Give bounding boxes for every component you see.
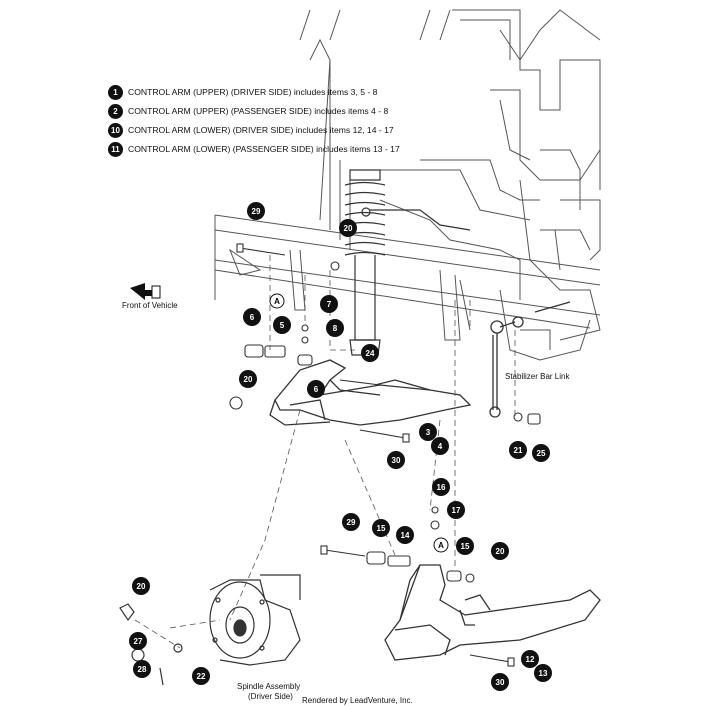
callout-4: 4 <box>431 437 449 455</box>
callout-number: 3 <box>426 428 431 437</box>
upper-hardware <box>229 243 541 443</box>
legend-row-4: 11 CONTROL ARM (LOWER) (PASSENGER SIDE) … <box>108 141 400 157</box>
footer-credit: Rendered by LeadVenture, Inc. <box>302 696 413 705</box>
callout-number: 25 <box>537 449 546 458</box>
callout-number: 15 <box>377 524 386 533</box>
spindle-label-line1: Spindle Assembly <box>237 682 301 691</box>
callout-number: 20 <box>496 547 505 556</box>
callout-17: 17 <box>447 501 465 519</box>
callout-number: 6 <box>250 313 255 322</box>
front-arrow-icon <box>130 283 161 300</box>
callout-number: 21 <box>514 446 523 455</box>
callout-number: 24 <box>366 349 375 358</box>
callout-28: 28 <box>133 660 151 678</box>
callout-number: 28 <box>138 665 147 674</box>
stabilizer-bar-link <box>489 301 571 418</box>
callout-number: 20 <box>344 224 353 233</box>
legend-row-1: 1 CONTROL ARM (UPPER) (DRIVER SIDE) incl… <box>108 84 377 100</box>
alignment-lines <box>134 255 516 649</box>
callout-20: 20 <box>491 542 509 560</box>
front-of-vehicle-label: Front of Vehicle <box>122 301 178 310</box>
callouts: 29 20 7 6 5 8 24 20 6 34 30 21 25 16 17 29 15 14 15 20 20 27 2… <box>129 202 552 691</box>
legend-text: CONTROL ARM (LOWER) (PASSENGER SIDE) inc… <box>128 144 400 154</box>
callout-29: 29 <box>342 513 360 531</box>
callout-3: 3 <box>419 423 437 441</box>
callout-number: 16 <box>437 483 446 492</box>
callout-29: 29 <box>247 202 265 220</box>
callout-number: 5 <box>280 321 285 330</box>
callout-12: 12 <box>521 650 539 668</box>
legend-text: CONTROL ARM (UPPER) (PASSENGER SIDE) inc… <box>128 106 389 116</box>
legend-row-3: 10 CONTROL ARM (LOWER) (DRIVER SIDE) inc… <box>108 122 394 138</box>
lower-control-arm <box>384 564 601 661</box>
callout-30: 30 <box>387 451 405 469</box>
ref-a-label-1: A <box>274 297 280 306</box>
lower-hardware <box>320 506 515 667</box>
legend-text: CONTROL ARM (UPPER) (DRIVER SIDE) includ… <box>128 87 378 97</box>
callout-7: 7 <box>320 295 338 313</box>
callout-number: 15 <box>461 542 470 551</box>
callout-6: 6 <box>307 380 325 398</box>
callout-number: 14 <box>401 531 410 540</box>
callout-number: 30 <box>392 456 401 465</box>
callout-21: 21 <box>509 441 527 459</box>
ref-a-label-2: A <box>438 541 444 550</box>
callout-15: 15 <box>456 537 474 555</box>
callout-number: 17 <box>452 506 461 515</box>
callout-number: 13 <box>539 669 548 678</box>
callout-16: 16 <box>432 478 450 496</box>
callout-6: 6 <box>243 308 261 326</box>
coil-over-shock <box>344 169 471 356</box>
callout-number: 6 <box>314 385 319 394</box>
callout-number: 4 <box>438 442 443 451</box>
callout-25: 25 <box>532 444 550 462</box>
callout-20: 20 <box>132 577 150 595</box>
callout-15: 15 <box>372 519 390 537</box>
upper-control-arm <box>269 359 472 426</box>
callout-13: 13 <box>534 664 552 682</box>
legend-text: CONTROL ARM (LOWER) (DRIVER SIDE) includ… <box>128 125 394 135</box>
callout-number: 20 <box>137 582 146 591</box>
callout-30: 30 <box>491 673 509 691</box>
callout-number: 20 <box>244 375 253 384</box>
legend-badge: 11 <box>108 141 123 157</box>
callout-number: 27 <box>134 637 143 646</box>
spindle-label-line2: (Driver Side) <box>248 692 293 701</box>
ref-a-markers: A A <box>269 293 449 553</box>
callout-number: 30 <box>496 678 505 687</box>
legend-badge: 10 <box>108 122 123 138</box>
callout-8: 8 <box>326 319 344 337</box>
callout-22: 22 <box>192 667 210 685</box>
callout-number: 8 <box>333 324 338 333</box>
callout-20: 20 <box>339 219 357 237</box>
stabilizer-bar-link-label: Stabilizer Bar Link <box>505 372 570 381</box>
legend-row-2: 2 CONTROL ARM (UPPER) (PASSENGER SIDE) i… <box>108 103 388 119</box>
callout-27: 27 <box>129 632 147 650</box>
callout-5: 5 <box>273 316 291 334</box>
callout-20: 20 <box>239 370 257 388</box>
callout-24: 24 <box>361 344 379 362</box>
callout-number: 7 <box>327 300 332 309</box>
callout-14: 14 <box>396 526 414 544</box>
callout-number: 29 <box>347 518 356 527</box>
callout-number: 22 <box>197 672 206 681</box>
legend-badge: 2 <box>108 103 123 119</box>
vehicle-frame <box>214 9 601 361</box>
callout-number: 29 <box>252 207 261 216</box>
callout-number: 12 <box>526 655 535 664</box>
legend-badge: 1 <box>108 84 123 100</box>
spindle-assembly <box>119 574 301 686</box>
